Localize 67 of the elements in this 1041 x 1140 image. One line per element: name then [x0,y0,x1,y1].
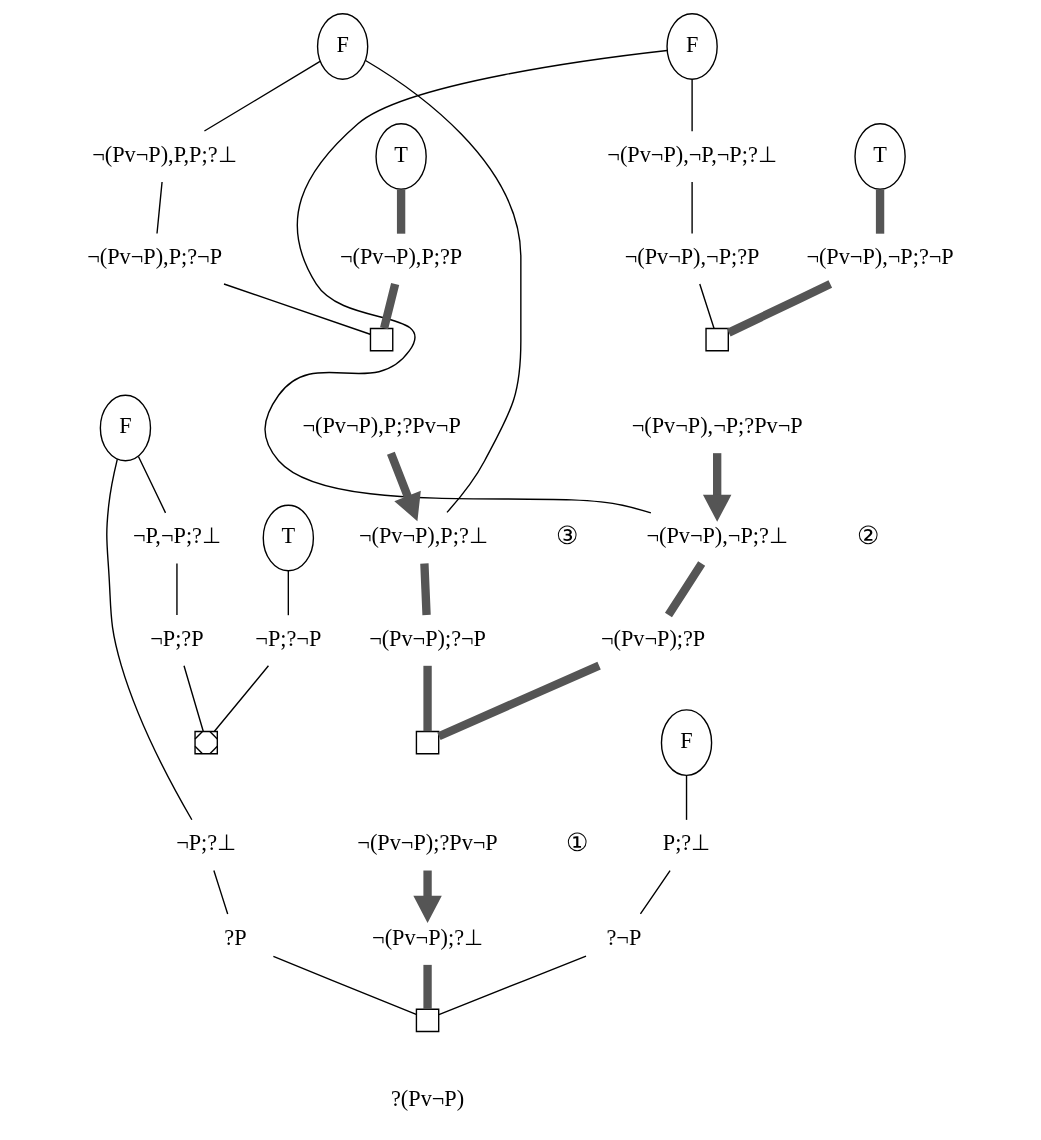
node-text: ¬P;?P [150,625,204,651]
label: ② [856,522,879,550]
connector [726,280,833,337]
node-text: ¬(Pv¬P),P;?P [339,244,463,270]
node-text: ¬(Pv¬P),P;?⊥ [358,523,488,549]
connector [420,563,431,616]
connector [203,60,321,132]
node-ellipse: F [660,709,713,777]
connector [213,665,270,732]
node-text: ¬(Pv¬P),¬P;?¬P [806,244,954,270]
arrow [387,451,421,522]
label: ① [565,829,588,857]
node-text: ¬(Pv¬P),¬P,¬P;?⊥ [607,141,777,167]
node-text: ¬(Pv¬P);?¬P [369,625,486,651]
node-text: ¬(Pv¬P);?P [600,625,706,651]
connector [223,283,371,335]
connector [176,562,178,616]
node-text: P;?⊥ [662,830,711,856]
node-ellipse: T [854,123,906,190]
connector [364,59,522,514]
connector [396,189,406,234]
node-box [369,327,394,352]
node-text: ?(Pv¬P) [390,1086,465,1112]
connector [272,955,417,1016]
arrow [413,870,442,923]
connector [156,181,163,235]
connector [213,869,229,915]
node-text: ¬(Pv¬P),P;?Pv¬P [302,413,461,439]
node-box [705,327,729,352]
node-box [415,1008,440,1033]
label: ③ [555,522,578,550]
connector [287,570,290,616]
node-text: ¬(Pv¬P);?⊥ [372,924,484,950]
node-ellipse: F [99,394,152,462]
connector [691,181,693,235]
node-text: ¬(Pv¬P),P;?¬P [87,244,223,270]
connector [423,665,432,732]
connector [685,774,688,821]
node-text: ¬(Pv¬P),P,P;?⊥ [92,141,237,167]
connector [380,283,400,330]
node-text: ¬P;?¬P [255,625,322,651]
node-text: ¬(Pv¬P),¬P;?⊥ [646,523,788,549]
node-text: ¬(Pv¬P),¬P;?Pv¬P [631,413,803,439]
connector [664,561,706,618]
node-text: ¬(Pv¬P);?Pv¬P [357,830,498,856]
connector [875,189,885,234]
connector [699,283,715,329]
connector [183,665,204,732]
node-text: ?P [224,924,247,950]
connector [691,78,693,132]
connector [438,955,587,1016]
node-box [415,730,440,755]
node-ellipse: T [375,123,427,190]
connector [639,869,671,915]
connector [137,455,167,514]
arrow [702,453,732,522]
connector [106,458,193,821]
connector [423,964,432,1010]
node-text: ¬P;?⊥ [176,830,237,856]
node-ellipse: T [262,504,315,572]
node-text: ¬P,¬P;?⊥ [132,523,221,549]
node-text: ¬(Pv¬P),¬P;?P [624,244,760,270]
node-ellipse: F [316,13,369,80]
node-ellipse: F [666,13,718,80]
node-text: ?¬P [606,924,642,950]
connector [437,661,601,741]
connector [264,49,668,514]
